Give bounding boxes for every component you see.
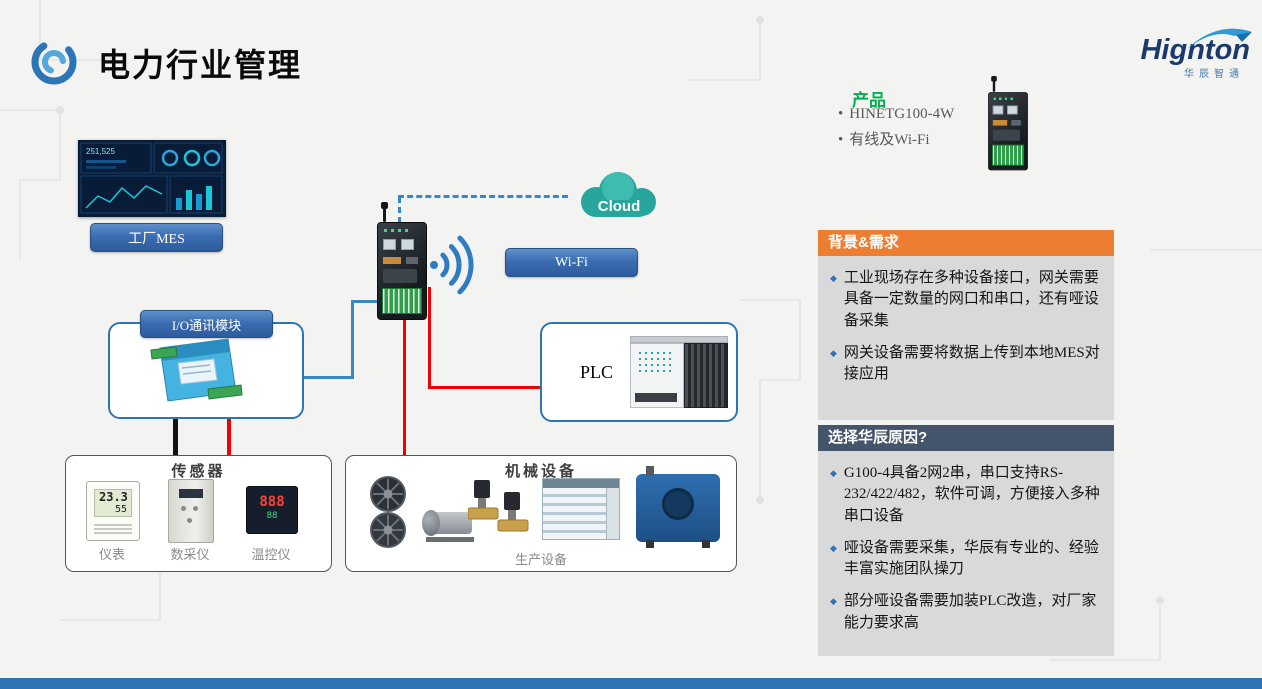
brand-subtitle: 华辰智通 — [1184, 69, 1244, 80]
diamond-bullet-icon: ◆ — [830, 468, 837, 478]
product-item: •HINETG100-4W — [838, 106, 955, 122]
mes-dashboard-image: 251,525 — [78, 140, 226, 217]
product-heading: 产品 — [852, 91, 886, 110]
bullet-item: ◆ G100-4具备2网2串，串口支持RS-232/422/482，软件可调，方… — [830, 463, 1102, 527]
meter-value-top: 23.3 — [99, 490, 128, 504]
connector-gateway-machines — [403, 318, 406, 456]
bullet-item: ◆ 网关设备需要将数据上传到本地MES对接应用 — [830, 343, 1102, 386]
solenoid-valve-image — [468, 480, 529, 532]
industrial-fan-image — [370, 476, 406, 548]
plc-device-image — [630, 336, 728, 408]
antenna-icon — [991, 76, 997, 92]
connector-io-gateway — [351, 300, 354, 379]
sensor-item-label: 温控仪 — [251, 547, 291, 562]
connector-gateway-plc — [428, 386, 540, 389]
footer-accent-bar — [0, 678, 1262, 689]
wifi-node: Wi-Fi — [505, 248, 638, 277]
wifi-signal-icon — [430, 235, 474, 295]
boiler-image — [636, 466, 720, 548]
page-title: 电力行业管理 — [98, 47, 303, 83]
bullet-item: ◆ 部分哑设备需要加装PLC改造，对厂家能力要求高 — [830, 591, 1102, 634]
connector-io-gateway — [300, 376, 354, 379]
connector-io-sensors — [227, 414, 231, 456]
panel-reason-body: ◆ G100-4具备2网2串，串口支持RS-232/422/482，软件可调，方… — [818, 451, 1114, 656]
bullet-item: ◆ 哑设备需要采集，华辰有专业的、经验丰富实施团队操刀 — [830, 538, 1102, 581]
mes-dashboard-value: 251,525 — [86, 147, 115, 156]
brand-logo: Hignton 华辰智通 — [1090, 28, 1252, 80]
io-module-node: I/O通讯模块 — [140, 310, 273, 338]
plc-box: PLC — [540, 322, 738, 422]
app-logo-icon — [31, 39, 77, 85]
sensor-item-label: 仪表 — [98, 547, 125, 562]
temperature-controller-image: 888 88 — [246, 486, 298, 534]
diamond-bullet-icon: ◆ — [830, 596, 837, 607]
controller-display-sub: 88 — [266, 511, 278, 521]
gateway-device-image — [377, 202, 427, 320]
factory-mes-node: 工厂MES — [90, 223, 223, 252]
connector-io-gateway — [351, 300, 377, 303]
panel-background-header: 背景&需求 — [818, 230, 1114, 256]
chiller-unit-image — [542, 478, 620, 540]
io-module-image — [150, 338, 243, 402]
bullet-item: ◆ 工业现场存在多种设备接口，网关需要具备一定数量的网口和串口，还有哑设备采集 — [830, 268, 1102, 332]
sensor-box: 传感器 23.3 55 888 88 仪表 数采仪 温控仪 — [65, 455, 332, 572]
bullet-dot: • — [838, 106, 844, 122]
panel-reason-header: 选择华辰原因? — [818, 425, 1114, 451]
meter-image: 23.3 55 — [86, 481, 140, 541]
product-gateway-image — [988, 76, 1028, 171]
brand-swoosh-icon — [1186, 28, 1252, 50]
pump-image — [422, 508, 476, 546]
diamond-bullet-icon: ◆ — [830, 542, 837, 553]
machine-box-caption: 生产设备 — [514, 552, 567, 567]
bullet-dot: • — [838, 132, 844, 148]
meter-value-bottom: 55 — [114, 504, 127, 515]
diamond-bullet-icon: ◆ — [830, 347, 837, 358]
connector-gateway-cloud-vertical — [398, 197, 401, 223]
antenna-icon — [381, 202, 388, 222]
machine-box-title: 机械设备 — [504, 464, 577, 480]
connector-gateway-plc — [428, 287, 431, 389]
data-collector-image — [168, 479, 214, 543]
machine-box: 机械设备 — [345, 455, 737, 572]
product-item: •有线及Wi-Fi — [838, 132, 930, 148]
connector-gateway-cloud-horizontal — [398, 195, 568, 198]
panel-background-body: ◆ 工业现场存在多种设备接口，网关需要具备一定数量的网口和串口，还有哑设备采集 … — [818, 256, 1114, 420]
cloud-icon: Cloud — [581, 172, 656, 217]
sensor-box-title: 传感器 — [171, 464, 226, 480]
brand-name: Hignton — [1140, 34, 1250, 66]
controller-display: 888 — [259, 494, 285, 510]
cloud-label: Cloud — [598, 198, 641, 215]
diamond-bullet-icon: ◆ — [830, 273, 837, 283]
plc-label: PLC — [580, 362, 614, 382]
sensor-item-label: 数采仪 — [170, 547, 210, 562]
connector-io-sensors — [173, 414, 178, 456]
